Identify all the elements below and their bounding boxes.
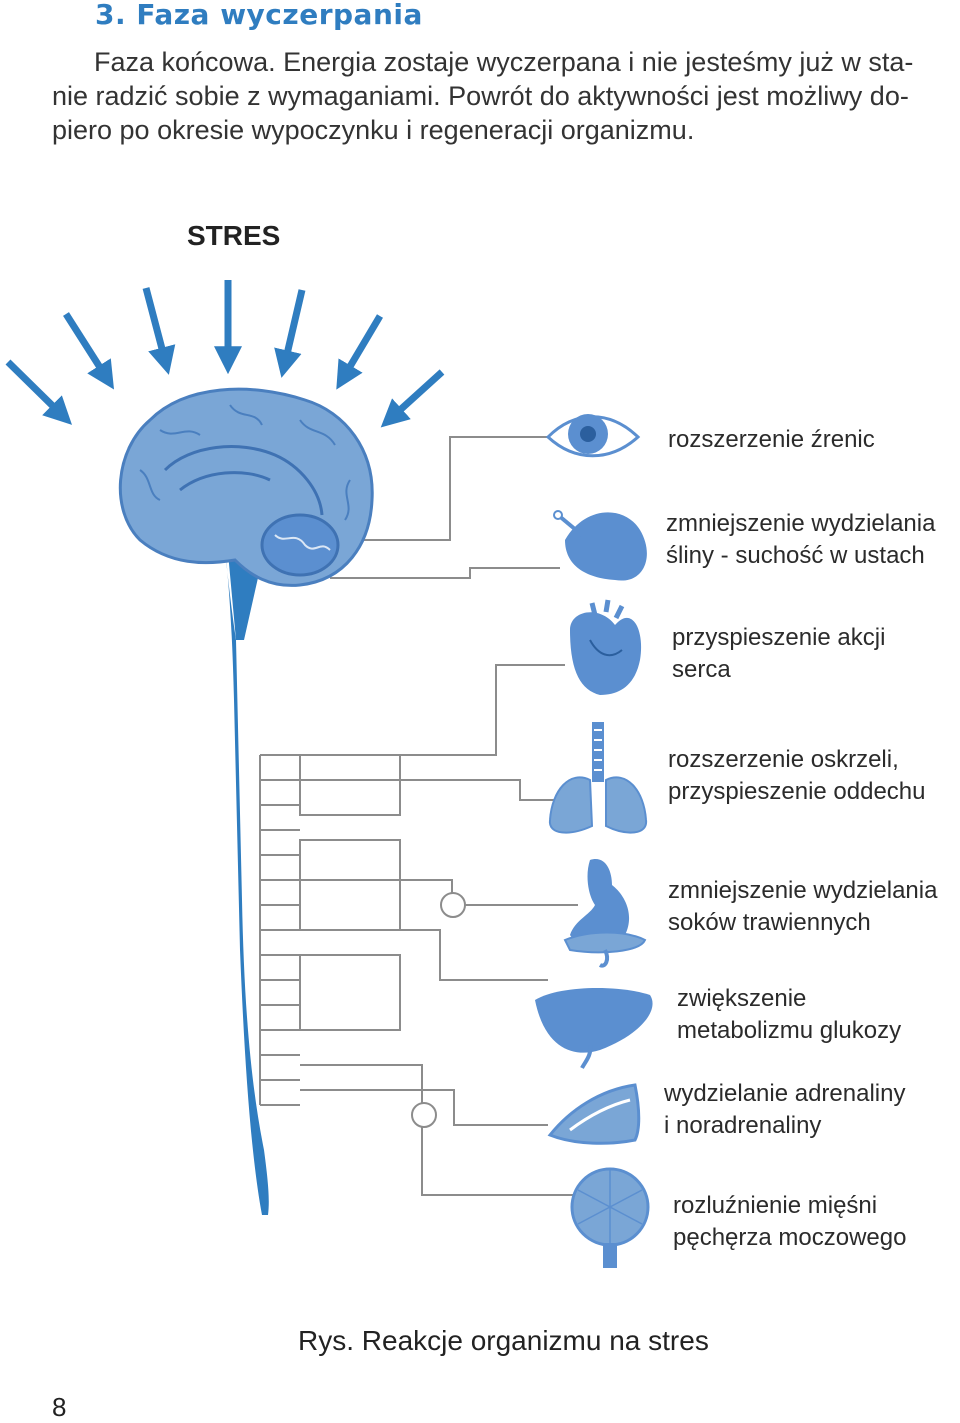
stress-arrow: [274, 289, 306, 378]
adrenal-gland-icon: [547, 1083, 641, 1145]
stress-arrow: [142, 287, 176, 375]
stress-arrow: [380, 369, 445, 428]
liver-icon: [535, 988, 653, 1069]
stress-arrow: [336, 314, 384, 390]
page-number: 8: [52, 1392, 67, 1422]
intro-line-1: Faza końcowa. Energia zostaje wyczerpana…: [94, 47, 914, 77]
reaction-label-heart: przyspieszenie akcji serca: [672, 624, 886, 683]
reaction-label-eye: rozszerzenie źrenic: [668, 426, 875, 453]
ganglion-icon: [440, 892, 466, 918]
reaction-label-liver: zwiększenie metabolizmu glukozy: [677, 985, 902, 1044]
ganglion-icon: [411, 1102, 437, 1128]
stress-arrow: [5, 359, 72, 425]
intro-paragraph: Faza końcowa. Energia zostaje wyczerpana…: [52, 45, 957, 147]
reaction-label-lungs: rozszerzenie oskrzeli, przyspieszenie od…: [668, 746, 926, 805]
heart-icon: [570, 599, 642, 695]
section-heading: 3. Faza wyczerpania: [95, 0, 423, 31]
stomach-icon: [563, 859, 647, 968]
intro-line-2: nie radzić sobie z wymaganiami. Powrót d…: [52, 81, 909, 111]
bladder-icon: [570, 1167, 650, 1268]
intro-line-3: piero po okresie wypoczynku i regeneracj…: [52, 115, 695, 145]
lungs-icon: [548, 722, 648, 834]
reaction-label-salivary: zmniejszenie wydzielania śliny - suchość…: [666, 510, 936, 569]
sympathetic-chain: [259, 754, 401, 1106]
brain-icon: [118, 387, 374, 587]
figure-caption: Rys. Reakcje organizmu na stres: [298, 1325, 709, 1356]
reaction-label-adrenal: wydzielanie adrenaliny i noradrenaliny: [664, 1080, 906, 1139]
reaction-label-bladder: rozluźnienie mięśni pęchęrza moczowego: [673, 1192, 907, 1251]
reaction-label-stomach: zmniejszenie wydzielania soków trawienny…: [668, 877, 938, 936]
salivary-gland-icon: [553, 510, 647, 581]
stress-arrow: [63, 312, 115, 390]
eye-icon: [545, 414, 641, 458]
stress-label: STRES: [187, 220, 281, 251]
stress-arrows: [5, 280, 445, 428]
